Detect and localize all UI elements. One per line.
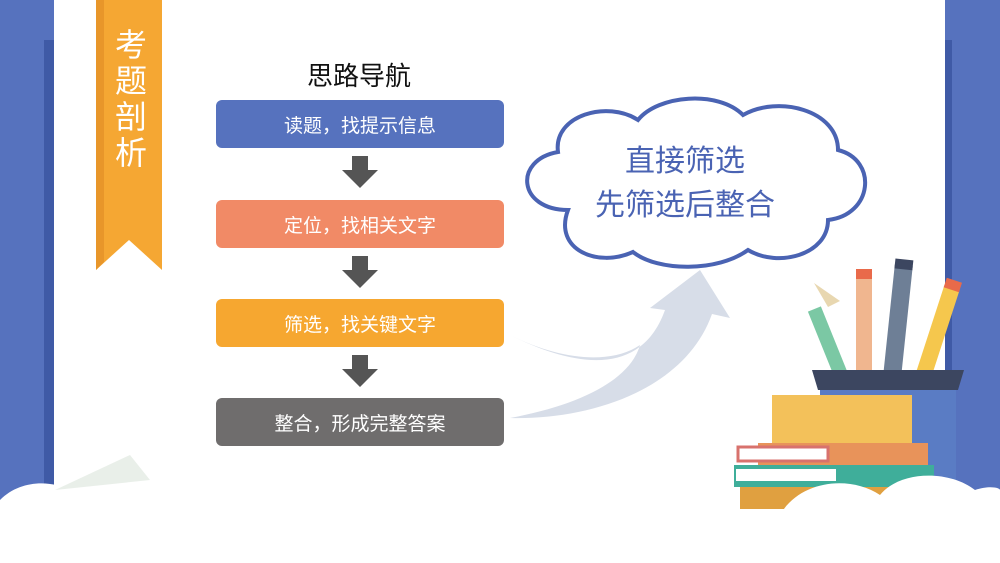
- cloud-line-2: 先筛选后整合: [595, 188, 775, 223]
- pencil-icon: [881, 258, 914, 396]
- down-arrow-icon: [342, 355, 378, 387]
- step-integrate: 整合，形成完整答案: [216, 398, 504, 446]
- ribbon-banner: [96, 0, 162, 270]
- flow-title: 思路导航: [306, 62, 411, 92]
- down-arrow-icon: [342, 156, 378, 188]
- bottom-clouds-decoration: [0, 455, 1000, 563]
- down-arrow-icon: [342, 256, 378, 288]
- step-filter: 筛选，找关键文字: [216, 299, 504, 347]
- cloud-line-1: 直接筛选: [625, 144, 745, 179]
- ribbon-label: 考题剖析: [110, 28, 148, 172]
- right-frame-shadow: [942, 40, 952, 500]
- step-read: 读题，找提示信息: [216, 100, 504, 148]
- step-locate: 定位，找相关文字: [216, 200, 504, 248]
- pencil-icon: [856, 269, 872, 395]
- curved-arrow-icon: [510, 270, 730, 419]
- thought-cloud: [525, 96, 867, 269]
- cloud-text: 直接筛选 先筛选后整合: [560, 140, 810, 228]
